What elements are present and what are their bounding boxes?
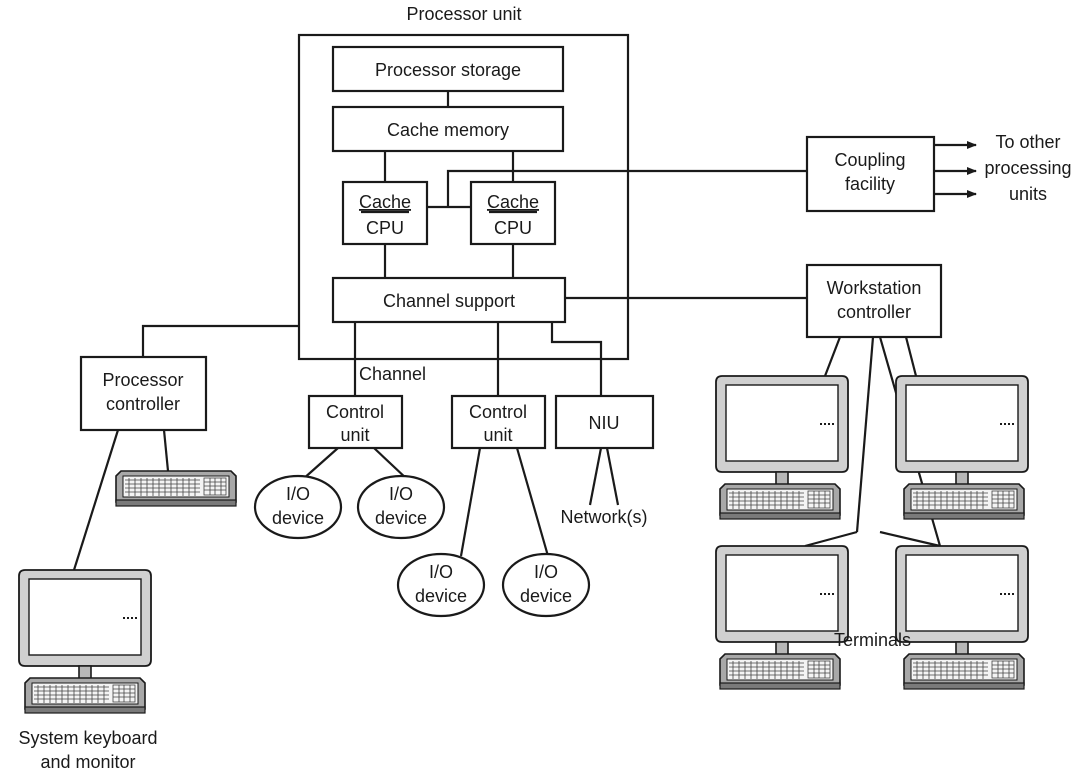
cpu-left-cpu-label: CPU xyxy=(366,218,404,238)
internal-connections xyxy=(383,91,807,278)
io-device-2-line1: I/O xyxy=(389,484,413,504)
channel-support-label: Channel support xyxy=(383,291,515,311)
io-device-1-line2: device xyxy=(272,508,324,528)
keyboard-icon xyxy=(24,677,146,714)
io-device-1-line1: I/O xyxy=(286,484,310,504)
control-unit-1-line2: unit xyxy=(340,425,369,445)
niu-label: NIU xyxy=(589,413,620,433)
monitor-icon xyxy=(715,545,849,669)
workstation-controller-line2: controller xyxy=(837,302,911,322)
keyboard-icon xyxy=(719,483,841,520)
coupling-facility-box xyxy=(805,135,936,213)
io-device-4 xyxy=(501,552,591,618)
processor-unit-title: Processor unit xyxy=(406,4,521,24)
control-unit-2-box xyxy=(450,394,547,450)
networks-label: Network(s) xyxy=(560,507,647,527)
coupling-facility-line2: facility xyxy=(845,174,895,194)
control-unit-2-line2: unit xyxy=(483,425,512,445)
to-other-line3: units xyxy=(1009,184,1047,204)
keyboard-icon xyxy=(115,470,237,507)
monitor-icon xyxy=(18,569,152,693)
channel-support-box xyxy=(331,276,567,324)
keyboard-icon xyxy=(903,483,1025,520)
to-other-line1: To other xyxy=(995,132,1060,152)
monitor-icon xyxy=(895,545,1029,669)
system-label-line1: System keyboard xyxy=(18,728,157,748)
cpu-left-cache-label: Cache xyxy=(359,192,411,212)
processor-controller-line2: controller xyxy=(106,394,180,414)
terminals-label: Terminals xyxy=(834,630,911,650)
to-other-line2: processing xyxy=(984,158,1071,178)
cache-memory-label: Cache memory xyxy=(387,120,509,140)
io-device-3-line1: I/O xyxy=(429,562,453,582)
io-device-2-line2: device xyxy=(375,508,427,528)
io-device-4-line1: I/O xyxy=(534,562,558,582)
keyboard-icon xyxy=(719,653,841,690)
channel-label: Channel xyxy=(359,364,426,384)
coupling-facility-line1: Coupling xyxy=(834,150,905,170)
control-unit-1-line1: Control xyxy=(326,402,384,422)
workstation-controller-line1: Workstation xyxy=(827,278,922,298)
workstation-controller-box xyxy=(805,263,943,339)
niu-box xyxy=(554,394,655,450)
io-device-3-line2: device xyxy=(415,586,467,606)
processor-controller-box xyxy=(79,355,208,432)
io-device-4-line2: device xyxy=(520,586,572,606)
cpu-right-cache-label: Cache xyxy=(487,192,539,212)
monitor-icon xyxy=(715,375,849,499)
cpu-right-cpu-label: CPU xyxy=(494,218,532,238)
control-unit-1-box xyxy=(307,394,404,450)
keyboard-icon xyxy=(903,653,1025,690)
control-unit-2-line1: Control xyxy=(469,402,527,422)
system-label-line2: and monitor xyxy=(40,752,135,772)
io-device-3 xyxy=(396,552,486,618)
processor-storage-box xyxy=(331,45,565,93)
monitor-icon xyxy=(895,375,1029,499)
processor-controller-line1: Processor xyxy=(102,370,183,390)
cache-memory-box xyxy=(331,105,565,153)
io-device-1 xyxy=(253,474,343,540)
external-connections xyxy=(72,141,977,571)
io-device-2 xyxy=(356,474,446,540)
processor-storage-label: Processor storage xyxy=(375,60,521,80)
